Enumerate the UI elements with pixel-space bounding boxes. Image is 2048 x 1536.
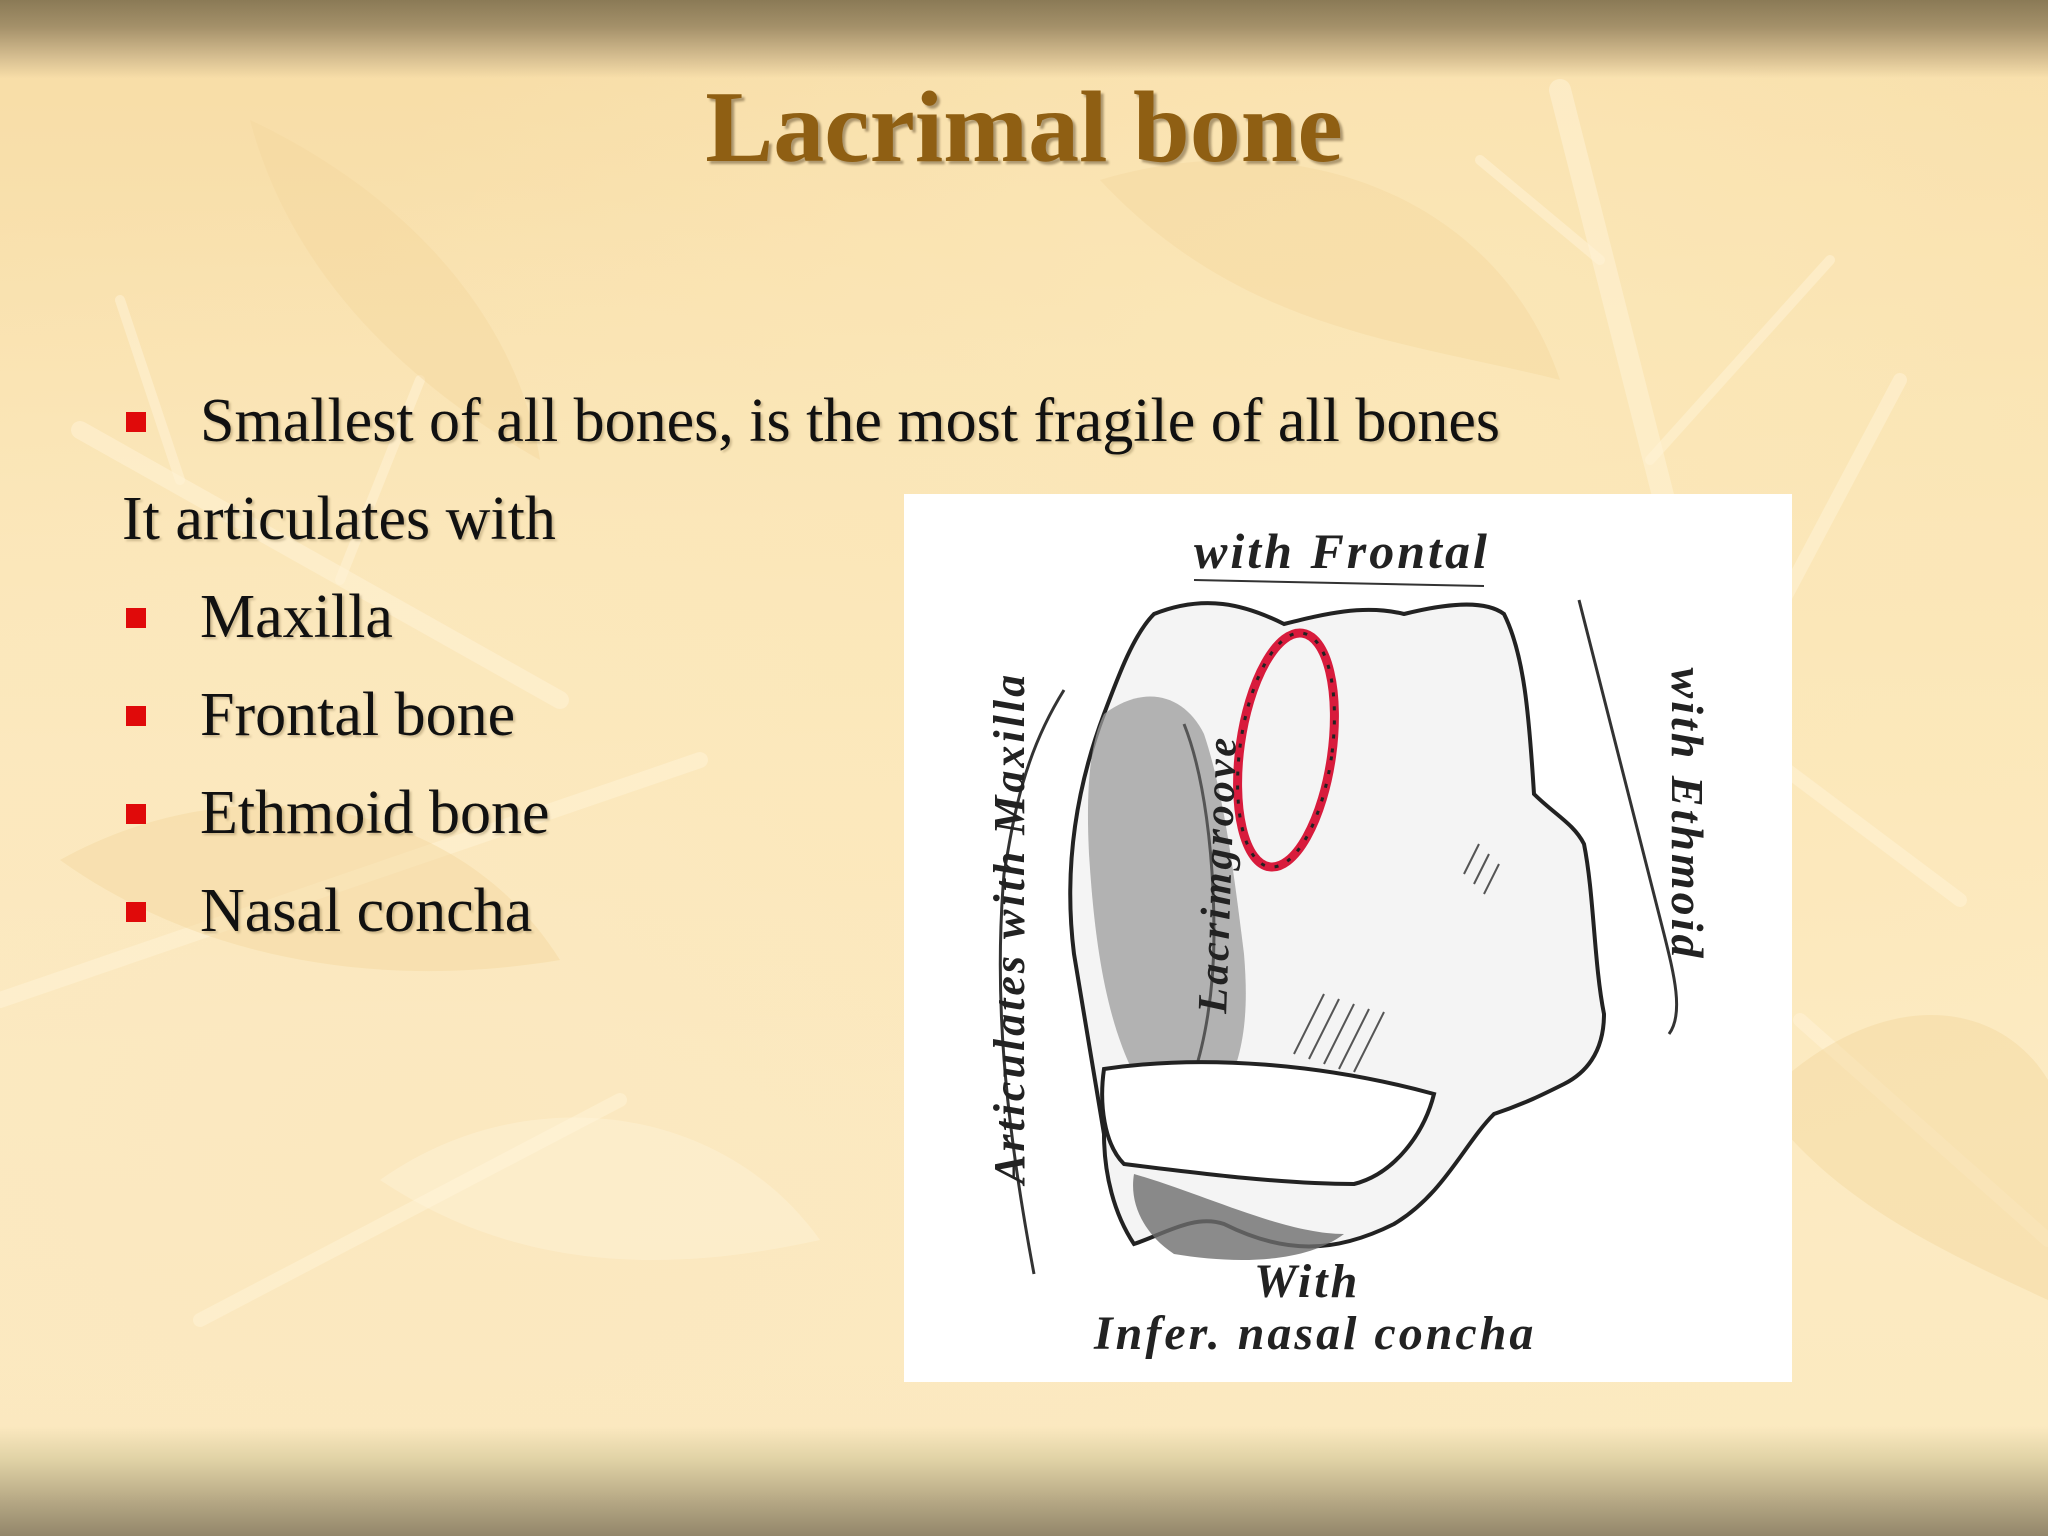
bullet-text: Nasal concha xyxy=(200,877,533,945)
bullet-text: Smallest of all bones, is the most fragi… xyxy=(200,387,1501,455)
label-inferior-nasal-concha: Infer. nasal concha xyxy=(1094,1307,1537,1360)
label-with: With xyxy=(1254,1255,1361,1308)
bullet-item-frontal: Frontal bone xyxy=(122,666,1722,764)
label-with-ethmoid: with Ethmoid xyxy=(1662,667,1713,961)
bullet-square-icon xyxy=(126,706,146,726)
bullet-item-ethmoid: Ethmoid bone xyxy=(122,764,1722,862)
top-band xyxy=(0,0,2048,78)
slide-body: Smallest of all bones, is the most fragi… xyxy=(122,372,1722,960)
bullet-square-icon xyxy=(126,412,146,432)
bullet-square-icon xyxy=(126,804,146,824)
bullet-item-maxilla: Maxilla xyxy=(122,568,1722,666)
bullet-text: Ethmoid bone xyxy=(200,779,550,847)
bullet-item-concha: Nasal concha xyxy=(122,862,1722,960)
bullet-square-icon xyxy=(126,608,146,628)
label-with-frontal: with Frontal xyxy=(1194,523,1490,579)
slide-title: Lacrimal bone xyxy=(705,71,1343,184)
intro-line: It articulates with xyxy=(122,470,1722,568)
bottom-band xyxy=(0,1426,2048,1536)
bone-drawing xyxy=(998,579,1679,1275)
intro-text: It articulates with xyxy=(122,485,556,553)
label-articulates-with-maxilla: Articulates with Maxilla xyxy=(985,671,1034,1184)
bullet-item: Smallest of all bones, is the most fragi… xyxy=(122,372,1722,470)
bullet-square-icon xyxy=(126,902,146,922)
bullet-text: Maxilla xyxy=(200,583,393,651)
bullet-text: Frontal bone xyxy=(200,681,516,749)
lacrimal-bone-diagram: with Frontal Articulates with Maxilla wi… xyxy=(904,494,1792,1382)
